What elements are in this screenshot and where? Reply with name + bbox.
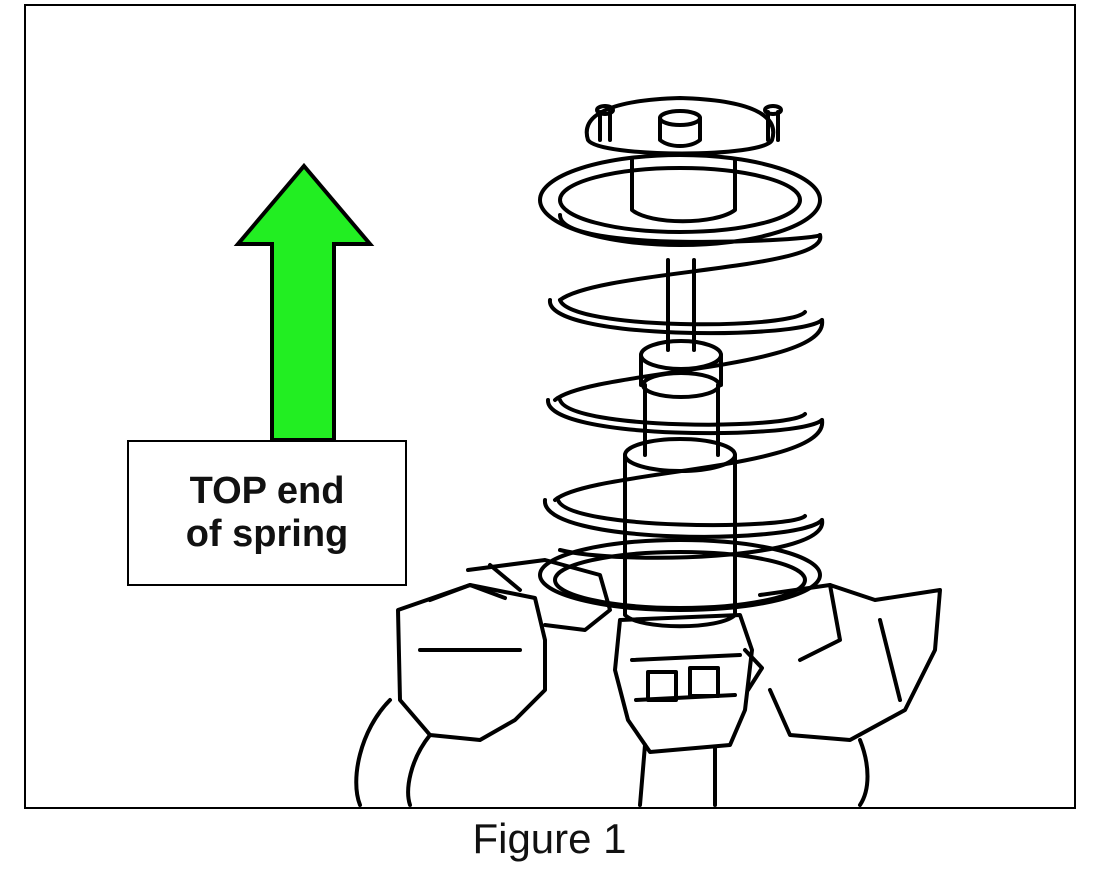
steering-knuckle xyxy=(396,583,547,742)
shock-body xyxy=(623,453,737,629)
upper-mount xyxy=(584,96,776,156)
label-line-1: TOP end xyxy=(189,470,345,512)
up-arrow-icon xyxy=(233,162,375,442)
top-end-label-box: TOP end of spring xyxy=(127,440,407,586)
figure-caption: Figure 1 xyxy=(472,815,627,862)
bracket-right xyxy=(758,583,942,742)
label-line-2: of spring xyxy=(185,513,349,555)
shock-lower-bracket xyxy=(613,613,754,754)
coil-spring xyxy=(538,153,825,560)
